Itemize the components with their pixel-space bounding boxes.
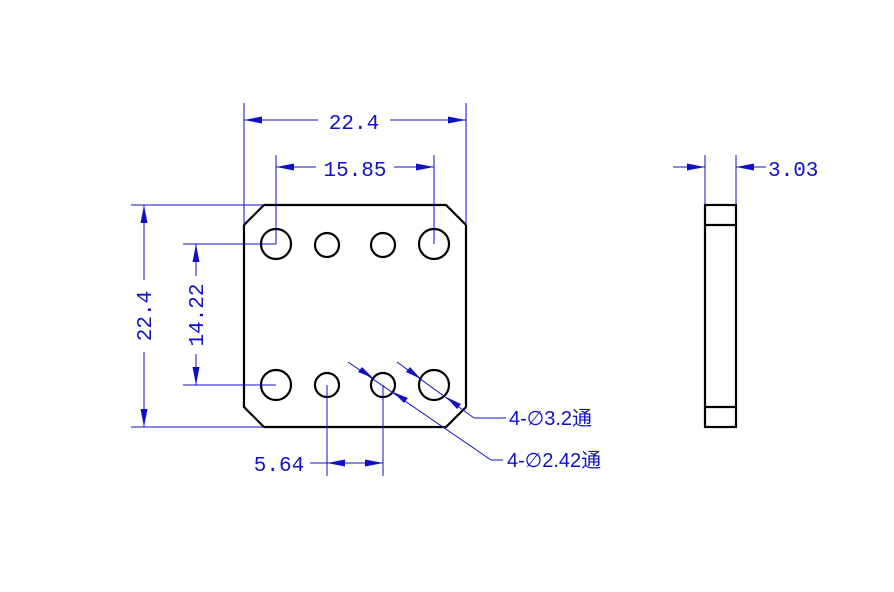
dimension-overall-width: 22.4 xyxy=(243,103,467,225)
side-view-outline xyxy=(703,203,738,429)
dimension-thickness: 3.03 xyxy=(673,155,818,205)
small-hole-top-right xyxy=(369,231,397,259)
dimension-hole-spacing-x: 15.85 xyxy=(275,155,435,244)
dimension-hole-spacing-y: 14.22 xyxy=(183,243,276,386)
overall-width-label: 22.4 xyxy=(329,113,379,136)
overall-height-label: 22.4 xyxy=(135,291,158,341)
hole-spacing-y-label: 14.22 xyxy=(187,283,210,346)
dimension-overall-height: 22.4 xyxy=(131,204,264,428)
small-hole-spacing-label: 5.64 xyxy=(254,455,304,478)
large-hole-bottom-right xyxy=(417,368,451,402)
hole-spacing-x-label: 15.85 xyxy=(323,160,386,183)
small-holes-note: 4-∅2.42通 xyxy=(507,449,601,472)
dimension-small-hole-spacing: 5.64 xyxy=(254,385,384,478)
thickness-label: 3.03 xyxy=(768,160,818,183)
leader-large-holes: 4-∅3.2通 xyxy=(396,361,592,430)
leader-small-holes: 4-∅2.42通 xyxy=(347,361,601,472)
small-hole-top-left xyxy=(313,231,341,259)
large-holes-note: 4-∅3.2通 xyxy=(509,407,592,430)
plate-outline xyxy=(242,203,468,429)
side-view xyxy=(703,203,738,429)
front-view xyxy=(242,203,468,429)
